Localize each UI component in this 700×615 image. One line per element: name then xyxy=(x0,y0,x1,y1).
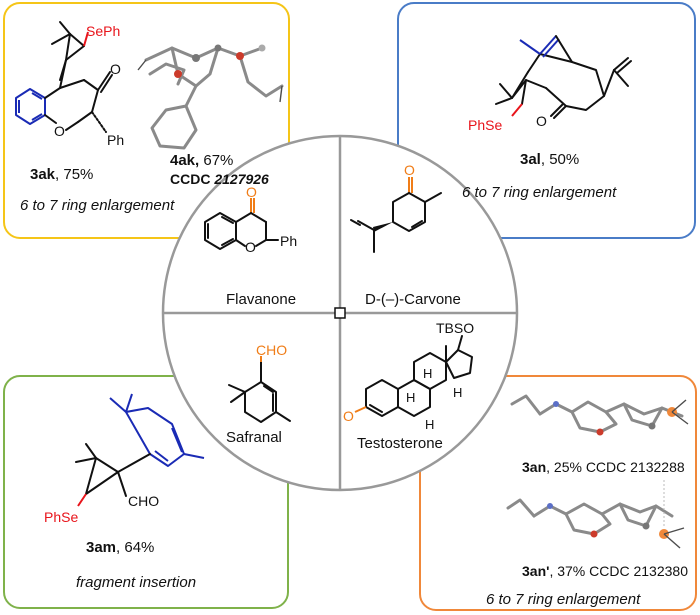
compound-3ak-structure xyxy=(15,21,113,133)
yield-3am: , 64% xyxy=(116,539,154,556)
panel-bl-caption: fragment insertion xyxy=(76,574,196,591)
panel-bottom-right-frame xyxy=(419,375,697,611)
yield-4ak: 67% xyxy=(199,152,233,169)
panel-tl-ccdc: CCDC 2127926 xyxy=(170,171,269,187)
panel-top-left-frame xyxy=(3,2,290,239)
flavanone-structure xyxy=(204,198,279,250)
compound-3am-structure xyxy=(75,393,205,507)
cmpd-3am: 3am xyxy=(86,539,116,556)
panel-tr-3al-line: 3al, 50% xyxy=(520,151,579,168)
crystal-structure-3an-prime xyxy=(506,480,685,549)
crystal-structure-4ak xyxy=(137,44,284,150)
cmpd-3ak: 3ak xyxy=(30,166,56,183)
flavanone-label: Flavanone xyxy=(226,291,296,308)
testosterone-h3: H xyxy=(406,390,415,405)
testosterone-h1: H xyxy=(423,366,432,381)
panel-tl-ring-o: O xyxy=(54,123,65,139)
compound-3al-structure xyxy=(495,35,632,119)
yield-3al: , 50% xyxy=(541,151,579,168)
yield-3an: , 25% CCDC 2132288 xyxy=(546,459,685,475)
panel-tl-keto-o: O xyxy=(110,61,121,77)
panel-bl-phse: PhSe xyxy=(44,509,78,525)
panel-br-3an-line: 3an, 25% CCDC 2132288 xyxy=(522,459,685,475)
panel-top-right-frame xyxy=(397,2,696,239)
panel-tl-ph: Ph xyxy=(107,132,124,148)
panel-tr-caption: 6 to 7 ring enlargement xyxy=(462,184,617,201)
center-square xyxy=(334,307,346,319)
testosterone-o: O xyxy=(343,408,354,424)
carvone-structure xyxy=(350,177,442,253)
safranal-cho: CHO xyxy=(256,342,287,358)
carvone-o: O xyxy=(404,162,415,178)
testosterone-label: Testosterone xyxy=(357,435,443,452)
panel-bl-cho: CHO xyxy=(128,493,159,509)
flavanone-ring-o: O xyxy=(245,239,256,255)
panel-bl-3am-line: 3am, 64% xyxy=(86,539,154,556)
carvone-label: D-(–)-Carvone xyxy=(365,291,461,308)
ccdc-number-4ak: 2127926 xyxy=(213,171,269,187)
testosterone-tbso: TBSO xyxy=(436,320,474,336)
testosterone-h4: H xyxy=(425,417,434,432)
panel-br-caption: 6 to 7 ring enlargement xyxy=(486,591,641,608)
cmpd-3al: 3al xyxy=(520,151,541,168)
ccdc-prefix-4ak: CCDC xyxy=(170,171,214,187)
safranal-structure xyxy=(228,356,291,423)
testosterone-structure xyxy=(354,335,473,417)
flavanone-keto-o: O xyxy=(246,184,257,200)
flavanone-ph: Ph xyxy=(280,233,297,249)
panel-tr-phse: PhSe xyxy=(468,117,502,133)
cmpd-3an: 3an xyxy=(522,459,546,475)
panel-tl-4ak-line: 4ak, 67% xyxy=(170,152,233,169)
yield-3an-prime: , 37% CCDC 2132380 xyxy=(549,563,688,579)
panel-br-3an-prime-line: 3an', 37% CCDC 2132380 xyxy=(522,563,688,579)
cmpd-3an-prime: 3an' xyxy=(522,563,549,579)
panel-tl-seph: SePh xyxy=(86,23,120,39)
panel-tr-o: O xyxy=(536,113,547,129)
panel-bottom-left-frame xyxy=(3,375,289,609)
panel-tl-3ak-line: 3ak, 75% xyxy=(30,166,93,183)
safranal-label: Safranal xyxy=(226,429,282,446)
panel-tl-caption: 6 to 7 ring enlargement xyxy=(20,197,175,214)
crystal-structure-3an xyxy=(510,394,689,436)
cmpd-4ak: 4ak, xyxy=(170,152,199,169)
testosterone-h2: H xyxy=(453,385,462,400)
yield-3ak: , 75% xyxy=(55,166,93,183)
